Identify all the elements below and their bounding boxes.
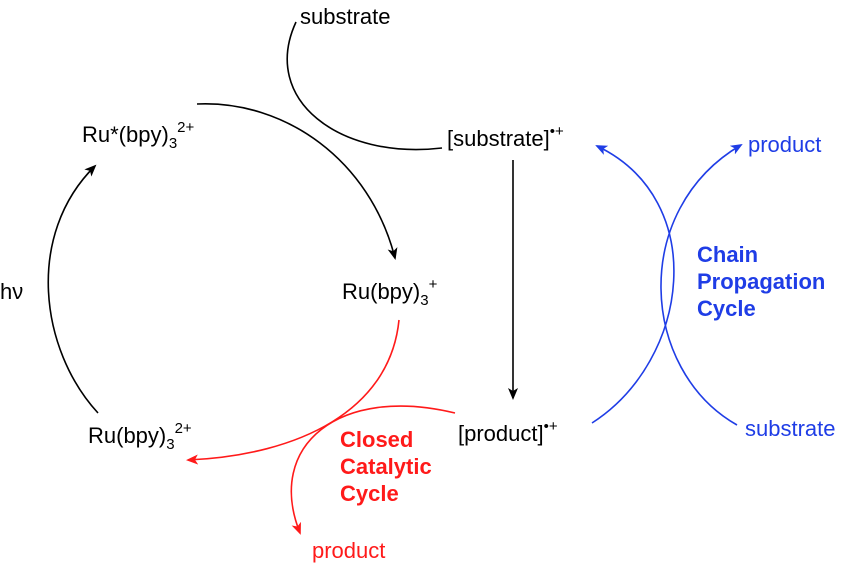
arrow-substrate-to-product [660, 143, 743, 426]
chain-line-1: Chain [697, 242, 758, 267]
label-closed-catalytic-cycle: Closed Catalytic Cycle [340, 427, 432, 506]
chain-line-3: Cycle [697, 296, 756, 321]
label-product-bottom: product [312, 538, 385, 563]
label-chain-propagation-cycle: Chain Propagation Cycle [697, 242, 825, 321]
closed-line-3: Cycle [340, 481, 399, 506]
arrow-quench-to-ru-plus [196, 103, 398, 260]
closed-line-2: Catalytic [340, 454, 432, 479]
label-hv: hν [0, 279, 23, 304]
chain-line-2: Propagation [697, 269, 825, 294]
label-substrate-top: substrate [300, 4, 391, 29]
label-ru-bpy3-plus: Ru(bpy)3+ [342, 276, 438, 309]
label-ru-star-bpy3-2plus: Ru*(bpy)32+ [82, 119, 194, 152]
label-substrate-bottom-right: substrate [745, 416, 836, 441]
label-product-radical-cation: [product]•+ [458, 418, 558, 446]
label-ru-bpy3-2plus: Ru(bpy)32+ [88, 420, 192, 453]
label-substrate-radical-cation: [substrate]•+ [447, 123, 564, 151]
label-product-top-right: product [748, 132, 821, 157]
arrow-hv-excitation [47, 164, 99, 414]
closed-line-1: Closed [340, 427, 413, 452]
arrow-chain-to-substrate-radical [591, 145, 675, 424]
arrow-product-radical-to-product [290, 405, 456, 535]
arrow-substrate-to-radical [286, 21, 443, 151]
